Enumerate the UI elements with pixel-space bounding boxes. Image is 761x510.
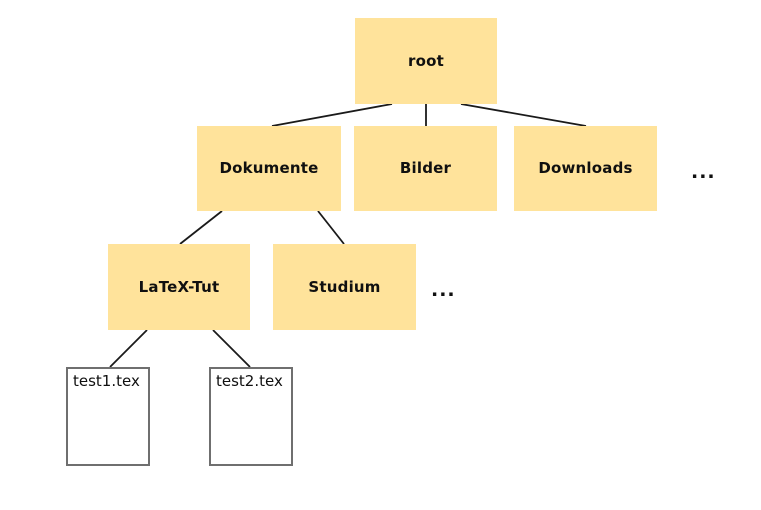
folder-node-latextut[interactable]: LaTeX-Tut — [108, 244, 250, 330]
tree-edge-latextut-to-test2 — [212, 329, 251, 368]
node-label-test2: test2.tex — [216, 372, 283, 390]
tree-edge-dokumente-to-latextut — [179, 210, 223, 245]
ellipsis-row2: ... — [691, 161, 716, 183]
tree-edge-root-to-downloads — [460, 103, 587, 127]
tree-edge-dokumente-to-studium — [317, 210, 345, 245]
node-label-dokumente: Dokumente — [219, 159, 319, 177]
file-node-test2[interactable]: test2.tex — [209, 367, 293, 466]
node-label-downloads: Downloads — [538, 159, 633, 177]
node-label-test1: test1.tex — [73, 372, 140, 390]
tree-edge-root-to-dokumente — [271, 103, 393, 127]
node-label-latextut: LaTeX-Tut — [138, 277, 220, 296]
folder-node-studium[interactable]: Studium — [273, 244, 416, 330]
ellipsis-row3: ... — [431, 279, 456, 301]
file-node-test1[interactable]: test1.tex — [66, 367, 150, 466]
folder-node-downloads[interactable]: Downloads — [514, 126, 657, 211]
tree-edge-latextut-to-test1 — [109, 329, 148, 368]
folder-node-root[interactable]: root — [355, 18, 497, 104]
folder-node-dokumente[interactable]: Dokumente — [197, 126, 341, 211]
folder-node-bilder[interactable]: Bilder — [354, 126, 497, 211]
node-label-studium: Studium — [308, 277, 381, 296]
node-label-root: root — [408, 51, 444, 70]
node-label-bilder: Bilder — [399, 159, 452, 177]
